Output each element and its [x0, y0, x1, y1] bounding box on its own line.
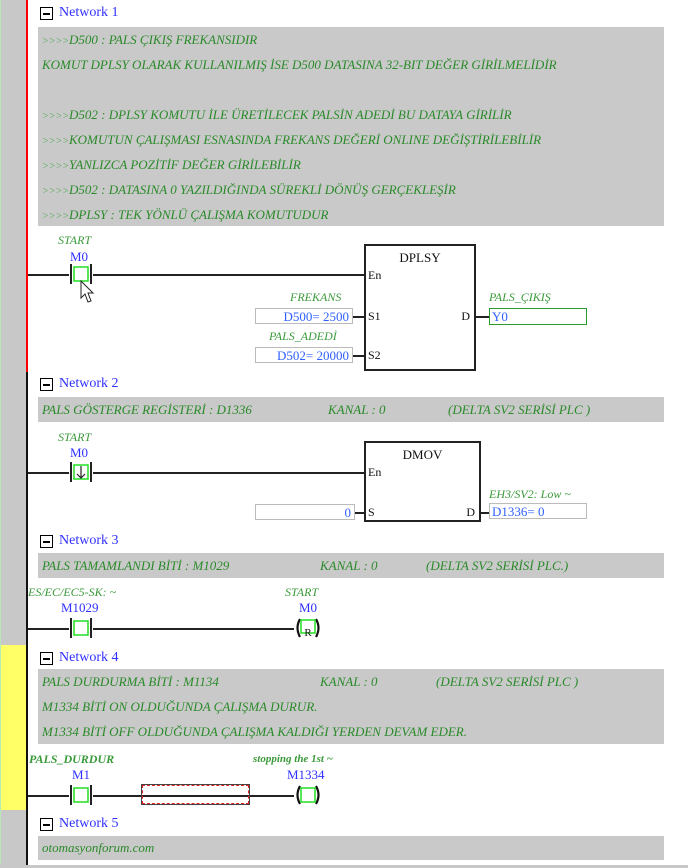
comment-line: >>>>D502 : DPLSY KOMUTU İLE ÜRETİLECEK P…: [42, 107, 512, 122]
d-operand[interactable]: Y0: [489, 308, 587, 325]
collapse-icon[interactable]: [40, 377, 53, 391]
s1-label: FREKANS: [290, 290, 342, 304]
pin-d: D: [461, 309, 470, 323]
empty-element-placeholder[interactable]: [141, 784, 250, 805]
pin-wire: [476, 316, 490, 318]
d-label: PALS_ÇIKIŞ: [489, 290, 551, 304]
contact-device: M1029: [61, 600, 99, 615]
pin-wire: [481, 512, 490, 514]
network-1-header[interactable]: Network 1: [40, 5, 119, 21]
coil-label: START: [285, 585, 319, 599]
pin-en: En: [368, 268, 382, 282]
pin-wire: [353, 316, 364, 318]
power-rail: [26, 372, 28, 868]
contact-device: M1: [72, 767, 91, 782]
comment-line: KOMUT DPLSY OLARAK KULLANILMIŞ İSE D500 …: [42, 57, 557, 72]
collapse-icon[interactable]: [40, 817, 53, 831]
comment-line: >>>>D500 : PALS ÇIKIŞ FREKANSIDIR: [42, 32, 258, 47]
pin-en: En: [368, 465, 382, 479]
network-title: Network 2: [59, 376, 119, 391]
bottom-border: [0, 865, 688, 868]
rung-wire: [28, 274, 364, 276]
contact-label: START: [58, 233, 92, 247]
network-5-comment[interactable]: otomasyonforum.com: [38, 836, 664, 860]
contact-device: M0: [70, 249, 89, 264]
d-label: EH3/SV2: Low ~: [489, 487, 571, 501]
power-rail-active: [26, 0, 28, 372]
network-title: Network 4: [59, 650, 119, 665]
pin-s: S: [368, 505, 375, 519]
contact-falling-edge-M0[interactable]: [69, 462, 93, 482]
comment-line: >>>>D502 : DATASINA 0 YAZILDIĞINDA SÜREK…: [42, 182, 456, 197]
gutter-edge: [0, 0, 1, 868]
collapse-icon[interactable]: [40, 651, 53, 665]
comment-line: >>>>YANLIZCA POZİTİF DEĞER GİRİLEBİLİR: [42, 157, 301, 172]
comment-line: [42, 77, 660, 102]
network-title: Network 1: [59, 5, 119, 20]
contact-device: M0: [70, 445, 89, 460]
pin-s1: S1: [368, 309, 381, 323]
comment-line: >>>>DPLSY : TEK YÖNLÜ ÇALIŞMA KOMUTUDUR: [42, 207, 329, 222]
coil-device: M0: [299, 600, 318, 615]
coil-device: M1334: [287, 767, 325, 782]
dmov-block[interactable]: DMOV En S D: [364, 441, 481, 522]
rung-wire: [28, 628, 296, 630]
network-5-header[interactable]: Network 5: [40, 816, 119, 832]
contact-label: ES/EC/EC5-SK: ~: [28, 585, 117, 599]
collapse-icon[interactable]: [40, 6, 53, 20]
block-name: DPLSY: [399, 250, 441, 265]
mouse-cursor-icon: [80, 280, 95, 303]
dplsy-block[interactable]: DPLSY En S1 S2 D: [364, 244, 476, 371]
contact-no-M1029[interactable]: [69, 618, 93, 638]
network-title: Network 5: [59, 816, 119, 831]
collapse-icon[interactable]: [40, 534, 53, 548]
s2-operand[interactable]: D502= 20000: [255, 347, 353, 363]
selected-network-marker: [1, 645, 26, 810]
network-3-header[interactable]: Network 3: [40, 533, 119, 549]
contact-label: PALS_DURDUR: [29, 752, 115, 766]
svg-text:R: R: [304, 627, 312, 638]
contact-no-M1[interactable]: [69, 785, 93, 805]
block-name: DMOV: [402, 447, 443, 462]
rung-wire: [28, 472, 364, 474]
s1-operand[interactable]: D500= 2500: [255, 308, 353, 324]
s-operand[interactable]: 0: [255, 504, 355, 520]
pin-wire: [353, 355, 364, 357]
reset-coil-M0[interactable]: R: [294, 618, 322, 638]
s2-label: PALS_ADEDİ: [269, 329, 337, 343]
network-4-header[interactable]: Network 4: [40, 650, 119, 666]
pin-s2: S2: [368, 348, 381, 362]
pin-d: D: [466, 505, 475, 519]
network-2-header[interactable]: Network 2: [40, 376, 119, 392]
network-title: Network 3: [59, 533, 119, 548]
comment-line: >>>>KOMUTUN ÇALIŞMASI ESNASINDA FREKANS …: [42, 132, 542, 147]
contact-label: START: [58, 430, 92, 444]
network-1-comment[interactable]: >>>>D500 : PALS ÇIKIŞ FREKANSIDIR KOMUT …: [38, 27, 664, 226]
coil-label: stopping the 1st ~: [253, 753, 333, 765]
output-coil-M1334[interactable]: [294, 785, 322, 805]
pin-wire: [355, 512, 364, 514]
d-operand[interactable]: D1336= 0: [489, 503, 587, 519]
